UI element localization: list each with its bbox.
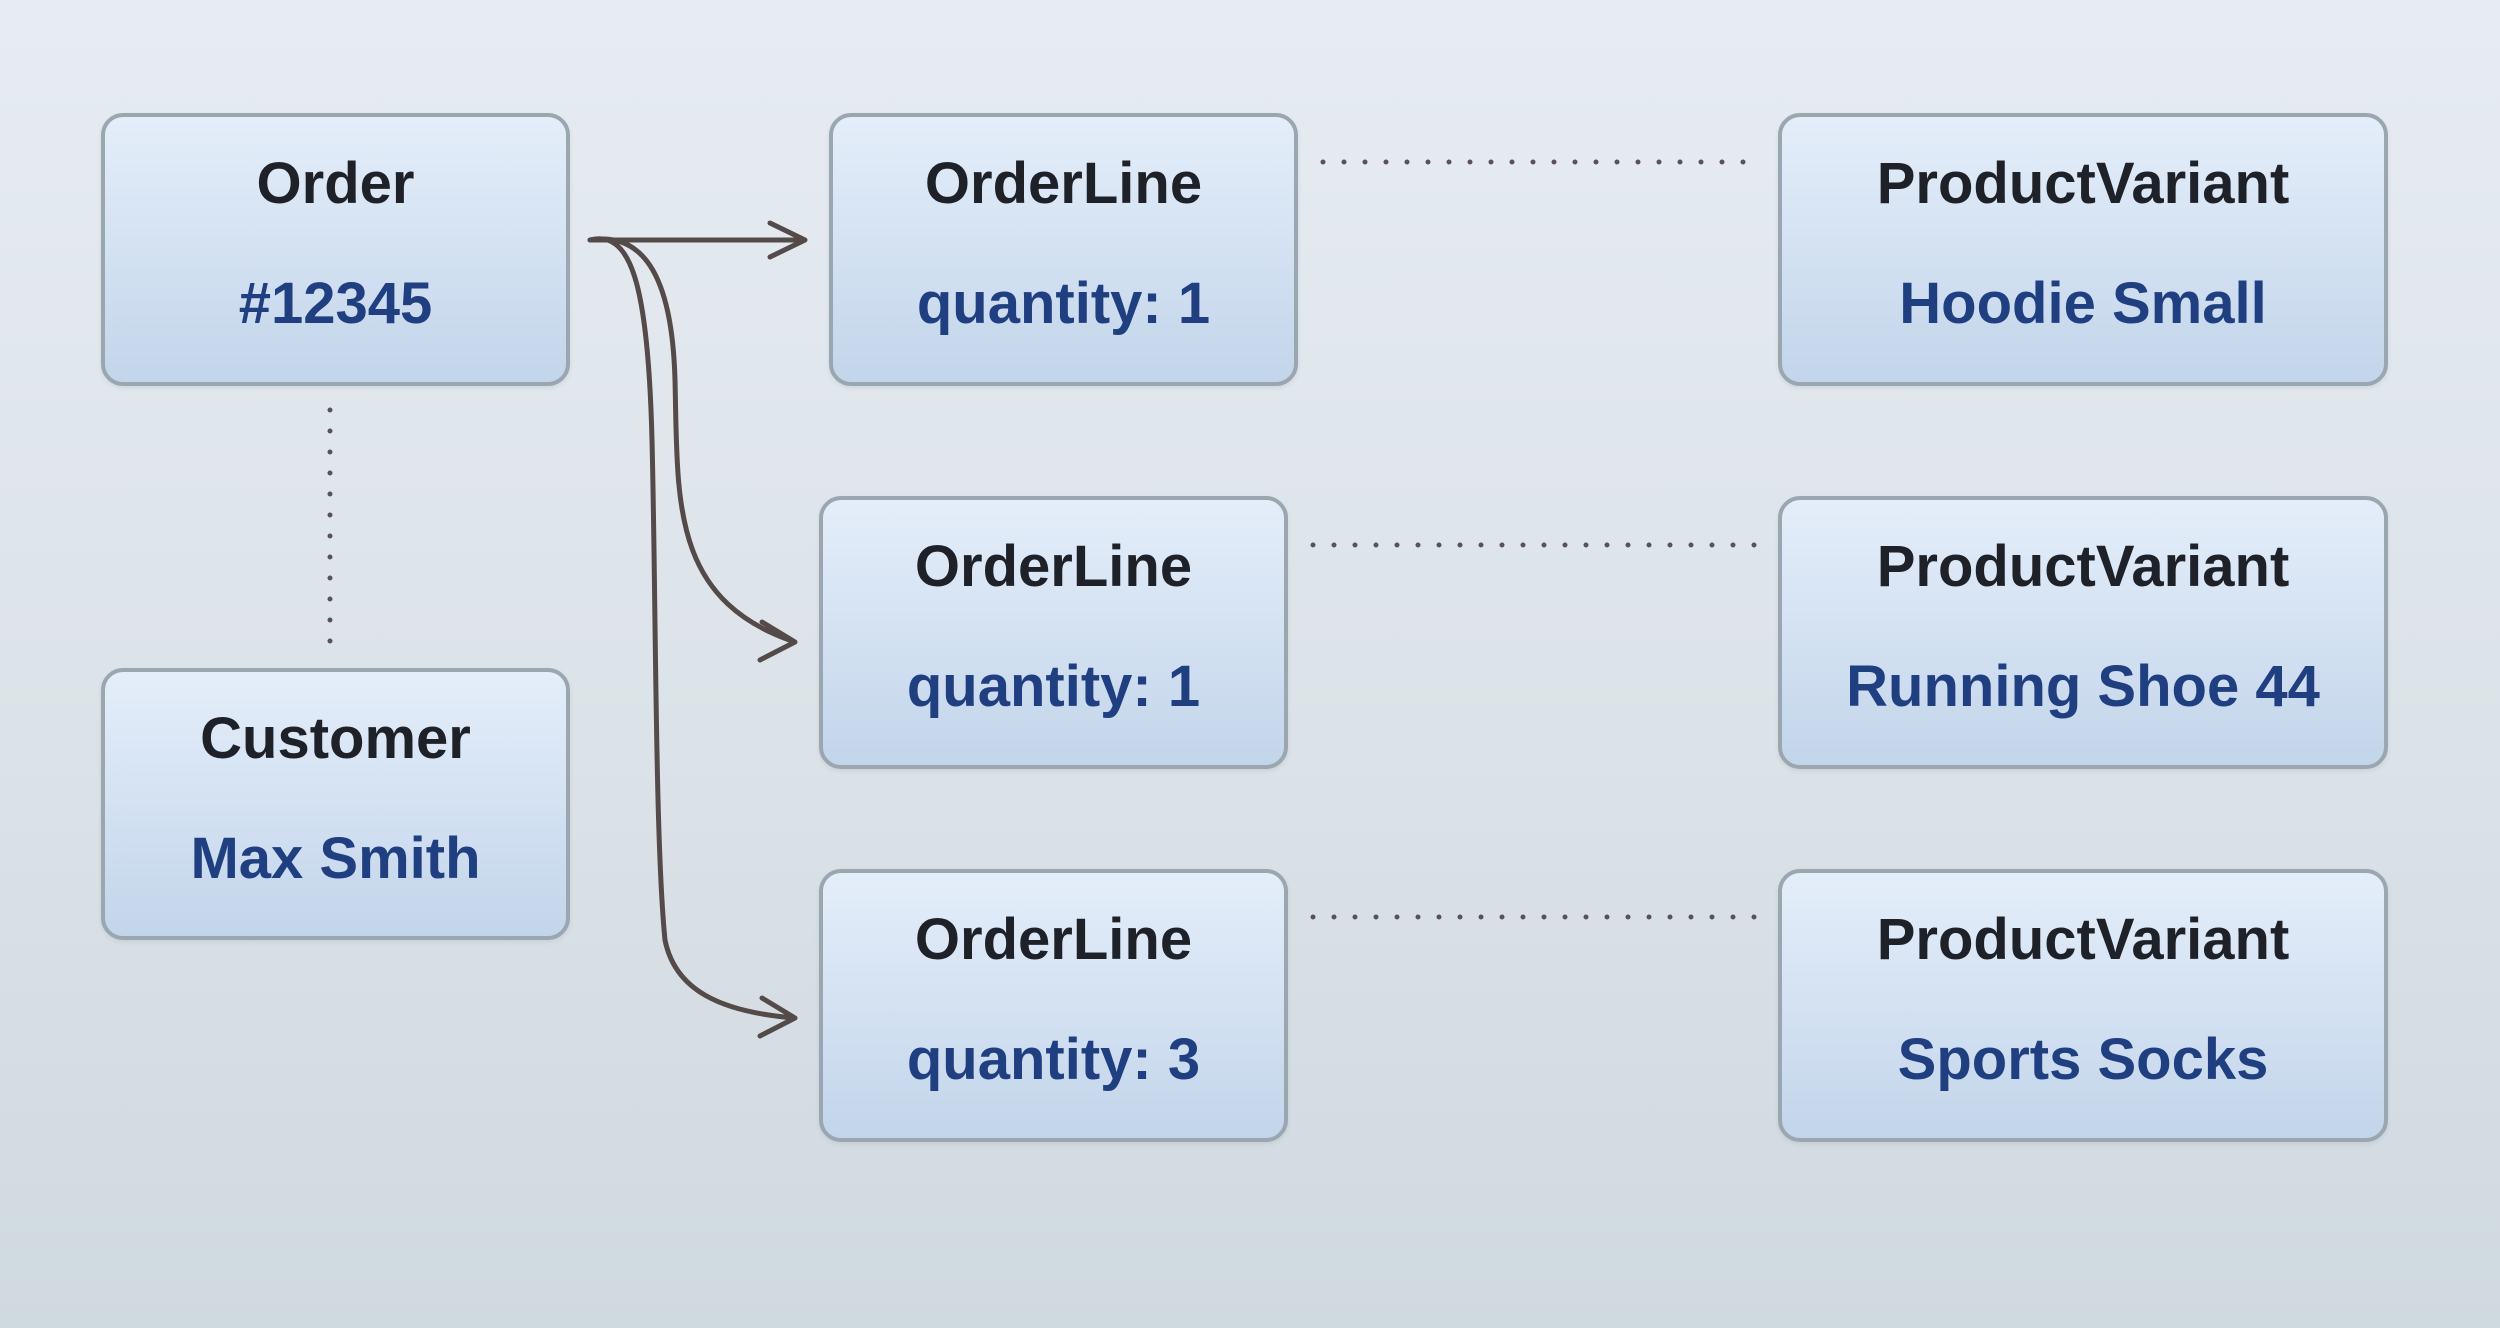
order-node[interactable]: Order #12345: [101, 113, 570, 386]
order-line2-arrow: [587, 236, 798, 663]
customer-name: Max Smith: [190, 826, 481, 891]
customer-node[interactable]: Customer Max Smith: [101, 668, 570, 940]
product-variant-name-3: Sports Socks: [1897, 1027, 2269, 1092]
order-line-title-2: OrderLine: [914, 534, 1193, 599]
customer-title: Customer: [200, 706, 471, 771]
order-line-quantity-3: quantity: 3: [906, 1027, 1201, 1092]
order-line-title-1: OrderLine: [924, 151, 1203, 216]
product-variant-title-1: ProductVariant: [1876, 151, 2290, 216]
order-line-node-1[interactable]: OrderLine quantity: 1: [829, 113, 1298, 386]
product-variant-name-2: Running Shoe 44: [1846, 654, 2320, 719]
order-line-title-3: OrderLine: [914, 907, 1193, 972]
order-line3-arrow: [587, 236, 798, 1039]
product-variant-node-1[interactable]: ProductVariant Hoodie Small: [1778, 113, 2388, 386]
order-number: #12345: [238, 271, 433, 336]
product-variant-node-2[interactable]: ProductVariant Running Shoe 44: [1778, 496, 2388, 769]
order-title: Order: [256, 151, 415, 216]
product-variant-name-1: Hoodie Small: [1899, 271, 2267, 336]
order-line-quantity-1: quantity: 1: [916, 271, 1211, 336]
order-line-quantity-2: quantity: 1: [906, 654, 1201, 719]
order-line-node-3[interactable]: OrderLine quantity: 3: [819, 869, 1288, 1142]
order-line1-arrow: [589, 220, 808, 260]
product-variant-node-3[interactable]: ProductVariant Sports Socks: [1778, 869, 2388, 1142]
product-variant-title-3: ProductVariant: [1876, 907, 2290, 972]
product-variant-title-2: ProductVariant: [1876, 534, 2290, 599]
order-line-node-2[interactable]: OrderLine quantity: 1: [819, 496, 1288, 769]
